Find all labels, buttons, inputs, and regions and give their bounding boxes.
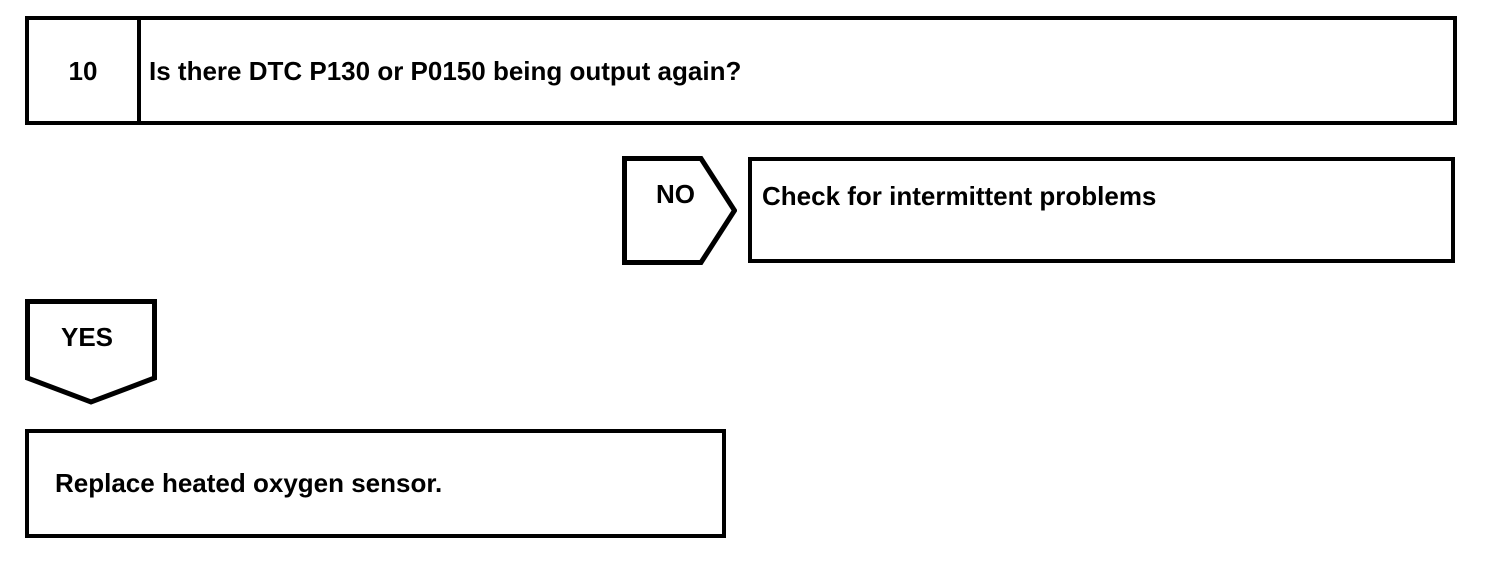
no-label: NO (656, 179, 695, 209)
question-cell: Is there DTC P130 or P0150 being output … (141, 20, 1453, 121)
yes-connector: YES (25, 299, 157, 405)
no-pentagon-icon (622, 156, 737, 265)
yes-pentagon-icon (25, 299, 157, 405)
step-number: 10 (68, 55, 98, 86)
question-text: Is there DTC P130 or P0150 being output … (149, 55, 742, 86)
yes-action-box: Replace heated oxygen sensor. (25, 429, 726, 538)
step-number-cell: 10 (29, 20, 141, 121)
yes-label: YES (60, 322, 114, 352)
no-action-text: Check for intermittent problems (762, 181, 1157, 211)
no-connector: NO (622, 156, 737, 265)
yes-action-text: Replace heated oxygen sensor. (55, 468, 443, 498)
question-row: 10 Is there DTC P130 or P0150 being outp… (25, 16, 1457, 125)
no-action-box: Check for intermittent problems (748, 157, 1455, 263)
